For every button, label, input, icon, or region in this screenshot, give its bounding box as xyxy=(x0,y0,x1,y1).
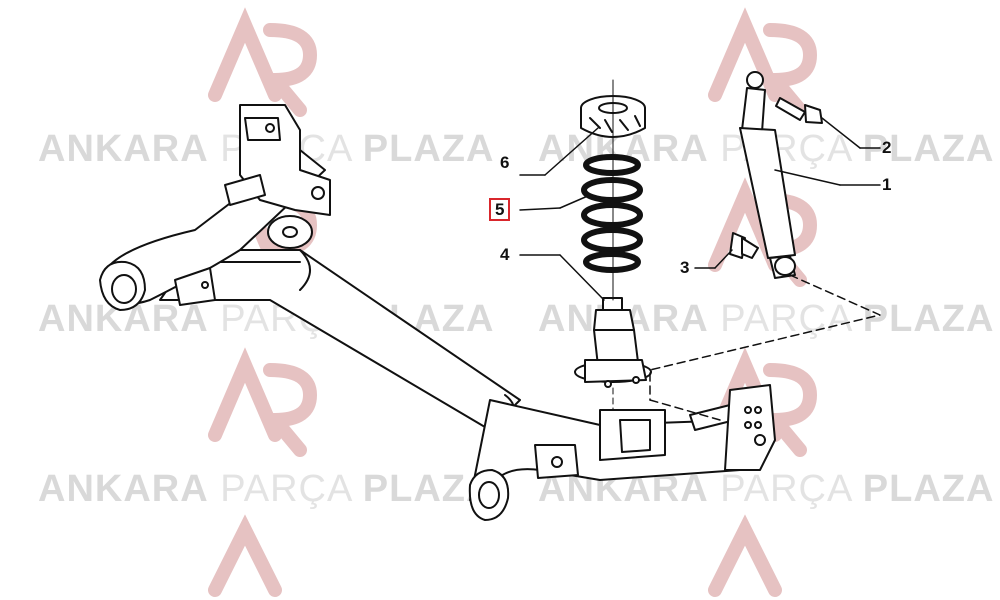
lower-bolt xyxy=(729,232,759,259)
watermark-text: ANKARA PARÇA PLAZA xyxy=(38,468,495,510)
axle-beam xyxy=(159,249,521,431)
callout-1: 1 xyxy=(882,175,892,194)
callout-5-highlighted: 5 xyxy=(489,198,511,221)
callout-3: 3 xyxy=(680,258,690,277)
coil-spring xyxy=(581,154,643,273)
left-spring-seat xyxy=(267,215,313,249)
left-mount-bracket xyxy=(224,104,331,216)
ap-logo-icon xyxy=(208,514,282,597)
callout-4: 4 xyxy=(500,245,510,264)
right-mount-bracket xyxy=(724,384,776,471)
ap-logo-icon xyxy=(208,7,318,117)
ap-logo-icon xyxy=(708,7,818,117)
callout-6: 6 xyxy=(500,153,510,172)
shock-absorber xyxy=(739,71,796,279)
callout-2: 2 xyxy=(882,138,892,157)
bump-stop xyxy=(574,297,652,388)
right-trailing-arm xyxy=(468,399,741,521)
ap-logo-icon xyxy=(708,514,782,597)
ap-logo-icon xyxy=(208,347,318,457)
upper-bolt xyxy=(775,97,823,124)
